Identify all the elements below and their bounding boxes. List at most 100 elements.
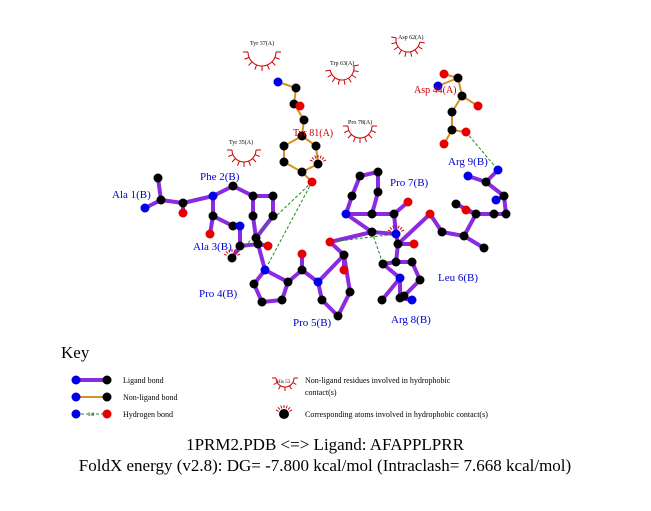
arc <box>231 149 257 163</box>
carbon-atom <box>391 257 401 267</box>
hydrophobic-arcs-layer <box>223 36 425 256</box>
carbon-atom <box>407 257 417 267</box>
oxygen-atom <box>439 139 449 149</box>
atom-tick <box>397 225 400 229</box>
atom-tick <box>387 229 391 232</box>
carbon-atom <box>333 311 343 321</box>
key-hbond-distance: 3.0 <box>88 413 95 418</box>
ligand-residue-label: Ala 1(B) <box>112 189 151 201</box>
atom-tick <box>401 229 405 232</box>
atom-tick <box>235 250 239 254</box>
hydrophobic-contact-arc <box>325 64 359 85</box>
carbon-atom <box>248 211 258 221</box>
arc-tick <box>331 77 336 83</box>
atom-tick <box>223 253 227 256</box>
arc-tick <box>417 46 423 50</box>
carbon-atom <box>481 177 491 187</box>
nitrogen-atom <box>391 229 401 239</box>
key-carbon-atom <box>102 375 112 385</box>
oxygen-atom <box>295 101 305 111</box>
nitrogen-atom <box>235 221 245 231</box>
carbon-atom <box>283 277 293 287</box>
ligand-residue-label: Leu 6(B) <box>438 272 478 284</box>
key-hydrogen-bond: 3.0 Hydrogen bond <box>71 409 173 419</box>
hydrogen-bond <box>465 131 499 171</box>
ligand-residue-label: Pro 4(B) <box>199 288 238 300</box>
arc-tick <box>278 385 281 390</box>
carbon-atom <box>311 141 321 151</box>
atom-tick <box>285 405 288 409</box>
carbon-atom <box>291 83 301 93</box>
ligand-residue-label: Arg 9(B) <box>448 156 488 168</box>
arc-tick <box>228 154 234 157</box>
carbon-atom <box>395 293 405 303</box>
arc-tick <box>343 79 346 85</box>
oxygen-atom <box>307 177 317 187</box>
arc-tick <box>419 41 425 44</box>
carbon-atom <box>268 191 278 201</box>
key-ligand-bond-label: Ligand bond <box>123 376 164 385</box>
nitrogen-atom <box>208 191 218 201</box>
key-hydrophobic-label: Non-ligand residues involved in hydropho… <box>305 376 451 385</box>
key-nitrogen-atom <box>71 392 81 402</box>
arc <box>395 37 421 53</box>
key-carbon-atom <box>102 392 112 402</box>
carbon-atom <box>415 275 425 285</box>
oxygen-atom <box>263 241 273 251</box>
arc-tick <box>231 158 236 163</box>
atom-tick <box>280 405 283 409</box>
carbon-atom <box>373 187 383 197</box>
ligand-bond <box>316 253 346 284</box>
arc-tick <box>248 160 251 166</box>
oxygen-atom <box>425 209 435 219</box>
key-hydrophobic-arc-ticks <box>272 377 298 391</box>
oxygen-atom <box>325 237 335 247</box>
arc-tick <box>337 79 340 85</box>
arc-tick <box>254 64 258 70</box>
atom-tick <box>311 156 315 160</box>
arc-tick <box>289 385 292 390</box>
oxygen-atom <box>178 208 188 218</box>
hydrogen-bond <box>264 181 313 271</box>
hydrophobic-residue-label: Tyr 35(A) <box>229 139 253 146</box>
atom-tick <box>323 159 327 162</box>
arc-tick <box>364 136 367 142</box>
key-nitrogen-atom <box>71 409 81 419</box>
carbon-atom <box>459 231 469 241</box>
ligand-residue-label: Pro 7(B) <box>390 177 429 189</box>
atoms-layer <box>140 69 511 321</box>
oxygen-atom <box>439 69 449 79</box>
footer-line-1: 1PRM2.PDB <=> Ligand: AFAPPLPRR <box>186 435 465 454</box>
arc-tick <box>252 158 257 163</box>
arc-tick <box>274 56 280 60</box>
arc-tick <box>370 130 376 133</box>
key-corresponding-atom: Corresponding atoms involved in hydropho… <box>275 405 488 419</box>
atom-tick <box>233 249 236 253</box>
carbon-atom <box>235 241 245 251</box>
atom-tick <box>289 409 293 412</box>
nitrogen-atom <box>341 209 351 219</box>
carbon-atom <box>277 295 287 305</box>
carbon-atom <box>355 171 365 181</box>
atom-tick <box>287 406 291 410</box>
carbon-atom <box>451 199 461 209</box>
oxygen-atom <box>339 265 349 275</box>
carbon-atom <box>228 181 238 191</box>
atom-tick <box>319 155 322 159</box>
carbon-atom <box>471 209 481 219</box>
arc-tick <box>292 382 297 385</box>
arc-tick <box>353 64 359 67</box>
nitrogen-atom <box>491 195 501 205</box>
nitrogen-atom <box>463 171 473 181</box>
hydrophobic-residue-label: Asp 62(A) <box>398 34 424 41</box>
key-hydrophobic-atom <box>279 409 289 419</box>
oxygen-atom <box>403 197 413 207</box>
arc-tick <box>248 61 253 66</box>
hydrophobic-contact-arc <box>391 36 425 57</box>
atom-tick <box>309 159 313 162</box>
oxygen-atom <box>409 239 419 249</box>
carbon-atom <box>313 159 323 169</box>
carbon-atom <box>297 167 307 177</box>
ligand-residue-label: Arg 8(B) <box>391 314 431 326</box>
hydrogen-bond <box>371 231 384 265</box>
